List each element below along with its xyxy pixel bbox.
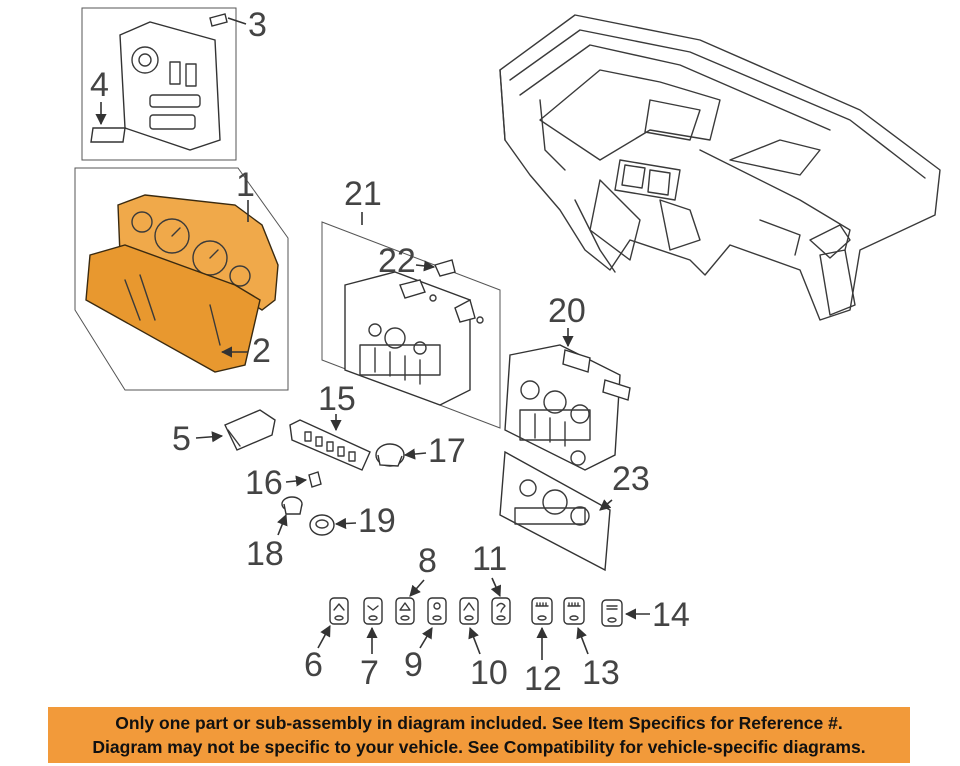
callout-9: 9 (404, 646, 423, 684)
instrument-cluster-group (74, 167, 289, 391)
callout-12: 12 (524, 660, 562, 698)
climate-control-group (321, 221, 501, 429)
bezel-23 (499, 450, 611, 572)
callout-5: 5 (172, 420, 191, 458)
callout-22: 22 (378, 242, 416, 280)
knob-17 (375, 443, 405, 467)
callout-7: 7 (360, 654, 379, 692)
callout-1: 1 (236, 166, 255, 204)
callout-8: 8 (418, 542, 437, 580)
callout-10: 10 (470, 654, 508, 692)
callout-19: 19 (358, 502, 396, 540)
callout-11: 11 (472, 540, 507, 578)
callout-13: 13 (582, 654, 620, 692)
parts-diagram: 3 4 1 2 21 22 (74, 6, 941, 698)
callout-2: 2 (252, 332, 271, 370)
climate-unit-20 (504, 344, 631, 471)
dashboard-illustration (499, 14, 941, 321)
callout-18: 18 (246, 535, 284, 573)
callout-4: 4 (90, 66, 109, 104)
disclaimer-line-2: Diagram may not be specific to your vehi… (92, 737, 866, 757)
button-row (329, 597, 623, 627)
callout-23: 23 (612, 460, 650, 498)
callout-20: 20 (548, 292, 586, 330)
knob-19 (309, 514, 335, 536)
disclaimer-banner: Only one part or sub-assembly in diagram… (48, 707, 910, 763)
disclaimer-line-1: Only one part or sub-assembly in diagram… (115, 713, 843, 733)
switch-strip-15 (289, 419, 371, 471)
callout-17: 17 (428, 432, 466, 470)
callout-16: 16 (245, 464, 283, 502)
callout-14: 14 (652, 596, 690, 634)
callout-21: 21 (344, 175, 382, 213)
callout-3: 3 (248, 6, 267, 44)
switch-panel-group (81, 7, 237, 161)
switch-5 (224, 409, 276, 451)
callout-15: 15 (318, 380, 356, 418)
cluster-lens (85, 244, 261, 373)
bulb-18 (281, 496, 303, 515)
callout-6: 6 (304, 646, 323, 684)
clip-16 (308, 471, 322, 488)
